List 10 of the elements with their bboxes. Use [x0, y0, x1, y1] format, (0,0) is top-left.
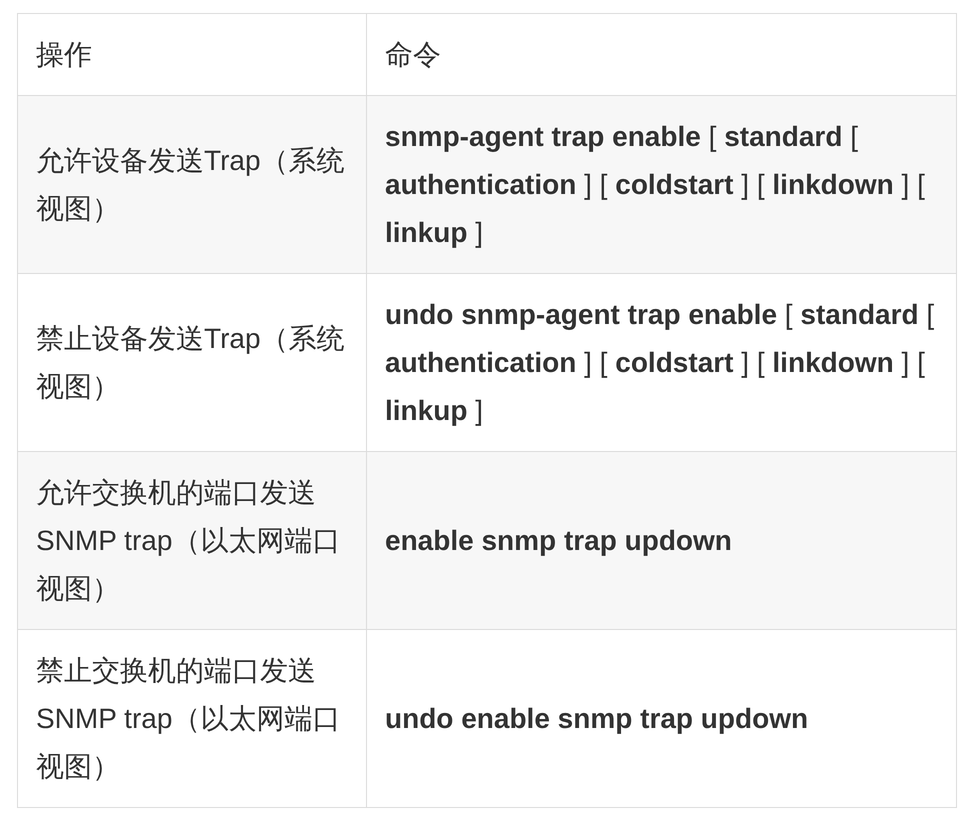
command-text: snmp-agent trap enable [ standard [ authentication ] [ coldstart ] [ linkdown ] [ linkup ]	[366, 96, 956, 274]
column-header: 命令	[366, 14, 956, 96]
command-text: enable snmp trap updown	[366, 452, 956, 630]
operation-text: 允许交换机的端口发送SNMP trap（以太网端口视图）	[18, 452, 366, 630]
command-text: undo enable snmp trap updown	[366, 630, 956, 808]
operation-text: 允许设备发送Trap（系统视图）	[18, 96, 366, 274]
column-header: 操作	[18, 14, 366, 96]
operation-text: 禁止交换机的端口发送SNMP trap（以太网端口视图）	[18, 630, 366, 808]
command-text: undo snmp-agent trap enable [ standard [ authentication ] [ coldstart ] [ linkdown ] [ linkup ]	[366, 274, 956, 452]
operation-text: 禁止设备发送Trap（系统视图）	[18, 274, 366, 452]
